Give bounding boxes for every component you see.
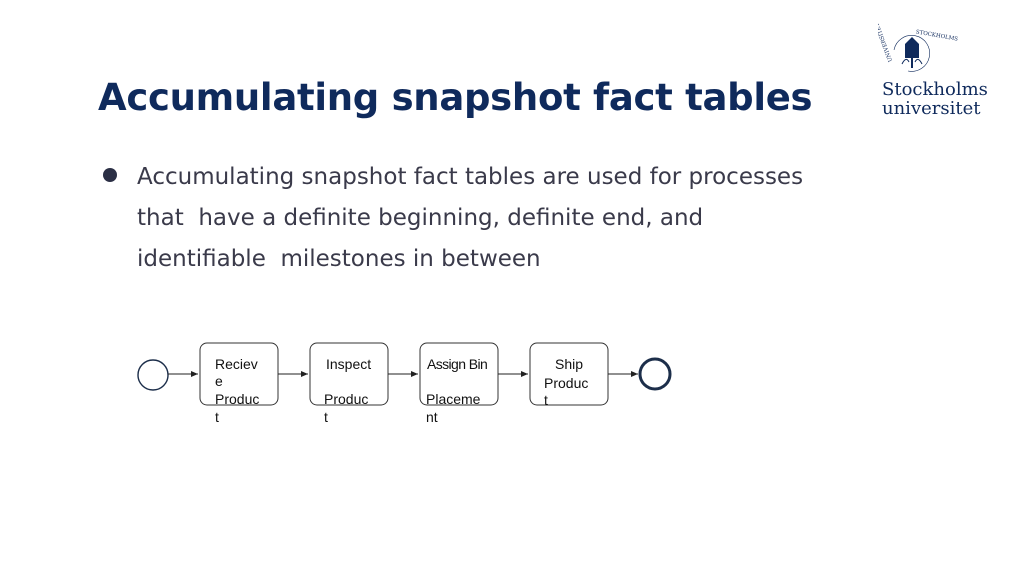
step3-line3: Placeme — [426, 391, 481, 407]
bullet-line-3: identifiable milestones in between — [137, 246, 541, 272]
step-label-assign-bin-placement: Assign Bin Placeme nt — [426, 356, 491, 425]
step2-line4: t — [324, 409, 328, 425]
step1-line1: Reciev — [215, 356, 258, 372]
step4-line3: t — [544, 392, 548, 408]
step3-line4: nt — [426, 409, 438, 425]
step2-line3: Produc — [324, 391, 368, 407]
step1-line3: Produc — [215, 391, 259, 407]
slide-title: Accumulating snapshot fact tables — [98, 76, 813, 119]
logo-name-line2: universitet — [882, 98, 981, 119]
step-label-ship-product: Ship Produc t — [544, 356, 592, 408]
start-event — [137, 359, 169, 391]
bullet-line-2: that have a definite beginning, definite… — [137, 205, 704, 231]
bullet-paragraph: Accumulating snapshot fact tables are us… — [137, 157, 857, 280]
logo-name-line1: Stockholms — [882, 79, 988, 100]
step2-line1: Inspect — [326, 356, 371, 372]
step-box-ship-product — [529, 342, 609, 406]
step-label-inspect-product: Inspect Produc t — [324, 356, 375, 425]
bullet-dot-icon — [103, 168, 117, 182]
university-logo-wordmark: Stockholms universitet — [882, 80, 988, 118]
step3-line1: Assign Bin — [427, 356, 487, 372]
step4-line1: Ship — [555, 356, 583, 372]
step4-line2: Produc — [544, 375, 588, 391]
university-seal-icon: UNIVERSITET STOCKHOLMS — [878, 22, 959, 72]
end-event — [638, 357, 672, 391]
step1-line2: e — [215, 373, 223, 389]
step-label-receive-product: Reciev e Produc t — [215, 356, 263, 425]
bullet-line-1: Accumulating snapshot fact tables are us… — [137, 164, 804, 190]
step1-line4: t — [215, 409, 219, 425]
